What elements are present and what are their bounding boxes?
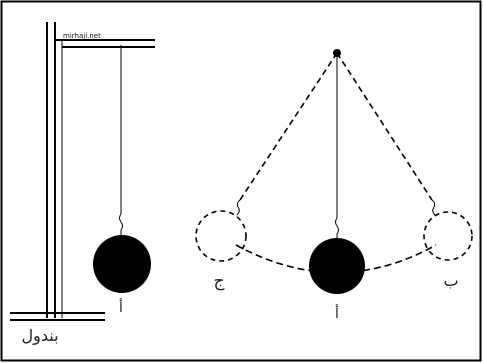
center-bob-label: أ: [335, 304, 339, 322]
right-dashed-string: [336, 52, 433, 201]
simple-pendulum: أ: [93, 45, 151, 316]
right-ghost-bob: [423, 211, 473, 261]
center-hook: [335, 217, 339, 239]
left-dashed-string: [239, 52, 338, 201]
pendulum-bob: [93, 235, 151, 293]
pendulum-stand: mirhaji.net بندول: [10, 22, 155, 346]
pendulum-title: بندول: [21, 326, 58, 346]
left-ghost-hook: [236, 199, 241, 216]
center-bob: [309, 238, 365, 294]
left-ghost-label: ج: [214, 271, 225, 291]
right-ghost-label: ب: [443, 271, 458, 290]
watermark-text: mirhaji.net: [63, 32, 101, 40]
left-ghost-bob: [195, 210, 247, 262]
right-ghost-hook: [431, 199, 436, 216]
pendulum-hook: [119, 213, 123, 235]
swing-arc: [235, 244, 437, 274]
swing-diagram: ج أ ب: [195, 49, 473, 322]
left-bob-label: أ: [119, 298, 123, 316]
